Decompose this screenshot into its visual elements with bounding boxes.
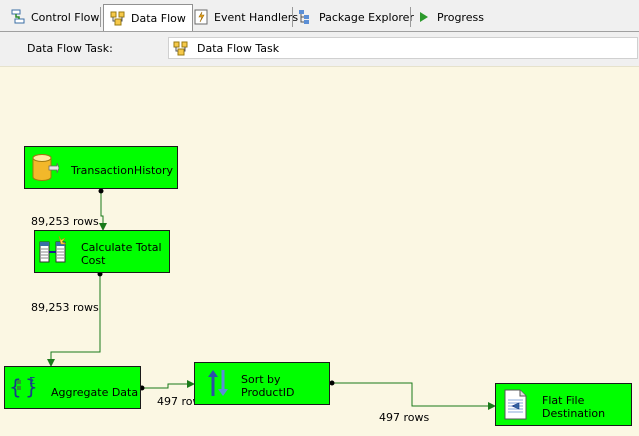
- tab-label: Control Flow: [31, 10, 100, 24]
- data-flow-design-surface[interactable]: 89,253 rows 89,253 rows 497 rows 497 row…: [0, 66, 639, 436]
- derived-column-icon: [39, 235, 67, 266]
- component-label-line: Sort by: [241, 373, 281, 386]
- designer-tab-bar: Control Flow Data Flow Event Handlers: [0, 0, 639, 32]
- component-label-line: ProductID: [241, 386, 295, 399]
- tab-separator: [410, 7, 411, 27]
- package-explorer-icon: [298, 9, 314, 25]
- component-label-line: Destination: [542, 407, 606, 420]
- event-handlers-icon: [193, 9, 209, 25]
- tab-control-flow[interactable]: Control Flow: [10, 6, 99, 28]
- component-label-line: Flat File: [542, 394, 585, 407]
- component-label: Flat File Destination: [542, 394, 605, 420]
- component-label: Calculate Total Cost: [81, 241, 162, 267]
- tab-package-explorer[interactable]: Package Explorer: [298, 6, 414, 28]
- data-path-source-to-derived[interactable]: [98, 188, 107, 231]
- tab-event-handlers[interactable]: Event Handlers: [193, 6, 298, 28]
- path-row-count: 89,253 rows: [31, 215, 99, 228]
- task-label: Data Flow Task:: [27, 42, 113, 55]
- data-flow-task-select[interactable]: Data Flow Task: [168, 37, 638, 59]
- tab-label: Event Handlers: [214, 10, 299, 24]
- tab-label: Data Flow: [131, 11, 186, 25]
- data-path-layer: [47, 188, 496, 410]
- data-path-sort-to-destination[interactable]: [329, 380, 496, 410]
- tab-label: Package Explorer: [319, 10, 414, 24]
- control-flow-icon: [10, 9, 26, 25]
- component-flat-file-destination[interactable]: Flat File Destination: [495, 383, 632, 426]
- progress-icon: [416, 9, 432, 25]
- data-path-aggregate-to-sort[interactable]: [139, 380, 195, 391]
- component-label: TransactionHistory: [71, 164, 174, 177]
- tab-separator: [100, 7, 101, 27]
- task-selector-bar: Data Flow Task: Data Flow Task: [0, 32, 639, 66]
- path-row-count: 497 rows: [379, 411, 430, 424]
- tab-progress[interactable]: Progress: [416, 6, 484, 28]
- tab-label: Progress: [437, 10, 484, 24]
- component-sort-by-productid[interactable]: Sort by ProductID: [194, 362, 330, 405]
- tab-separator: [292, 7, 293, 27]
- svg-text:Σ: Σ: [29, 376, 35, 387]
- component-label: Sort by ProductID: [241, 373, 294, 399]
- svg-text:}: }: [25, 375, 38, 399]
- component-aggregate-data[interactable]: { } Σ Aggregate Data: [4, 366, 141, 409]
- sort-icon: [205, 368, 233, 398]
- component-label: Aggregate Data: [51, 386, 139, 399]
- data-path-derived-to-aggregate[interactable]: [47, 271, 103, 367]
- ole-db-source-icon: [31, 153, 60, 183]
- path-row-count: 89,253 rows: [31, 301, 99, 314]
- tab-bar-border: [0, 31, 639, 32]
- component-calculate-total-cost[interactable]: Calculate Total Cost: [34, 230, 170, 273]
- data-flow-icon: [173, 40, 189, 56]
- aggregate-icon: { } Σ: [9, 372, 38, 402]
- component-label-line: Cost: [81, 254, 106, 267]
- flat-file-destination-icon: [502, 389, 530, 420]
- data-flow-icon: [110, 10, 126, 26]
- component-label-line: Calculate Total: [81, 241, 162, 254]
- tab-data-flow[interactable]: Data Flow: [103, 4, 193, 31]
- component-transactionhistory-source[interactable]: TransactionHistory: [24, 146, 178, 189]
- data-flow-task-select-value: Data Flow Task: [197, 41, 280, 55]
